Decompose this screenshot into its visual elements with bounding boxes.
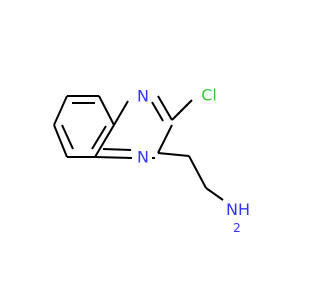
bond-c4a-c8a: [94, 124, 115, 158]
bond-c4a-c8a-inner: [91, 125, 107, 150]
atom-nh2-main: NH: [226, 200, 250, 219]
atom-n1-label: N: [137, 148, 149, 167]
bond-n1-c8a-inner: [102, 148, 132, 151]
pyrazine-ring: [94, 95, 173, 159]
bond-n1-c8a: [94, 156, 133, 159]
atom-nh2-subscript: 2: [233, 221, 241, 235]
bond-c4a-n4: [113, 100, 129, 126]
bond-c8-c7-inner: [61, 124, 74, 150]
bond-c3-cl: [171, 99, 193, 121]
molecule-structure: N N Cl NH 2: [53, 86, 250, 235]
bond-c2-ca: [157, 152, 190, 157]
atom-cl-label: Cl: [201, 86, 217, 105]
atom-nh2-label: NH: [226, 200, 250, 219]
bond-n4-c3: [157, 95, 173, 121]
bond-c3-c2: [157, 124, 173, 154]
ethylamine-chain: [157, 152, 224, 201]
benzene-ring: [53, 95, 115, 158]
atom-n4-label: N: [137, 87, 149, 106]
bond-ca-cb: [188, 155, 207, 189]
bond-c7-c6: [53, 95, 68, 126]
bond-cb-n: [205, 187, 224, 201]
bond-c5-c4a: [98, 95, 115, 126]
bond-c8-c7: [53, 124, 68, 158]
bond-n4-c3-inner: [151, 101, 164, 122]
